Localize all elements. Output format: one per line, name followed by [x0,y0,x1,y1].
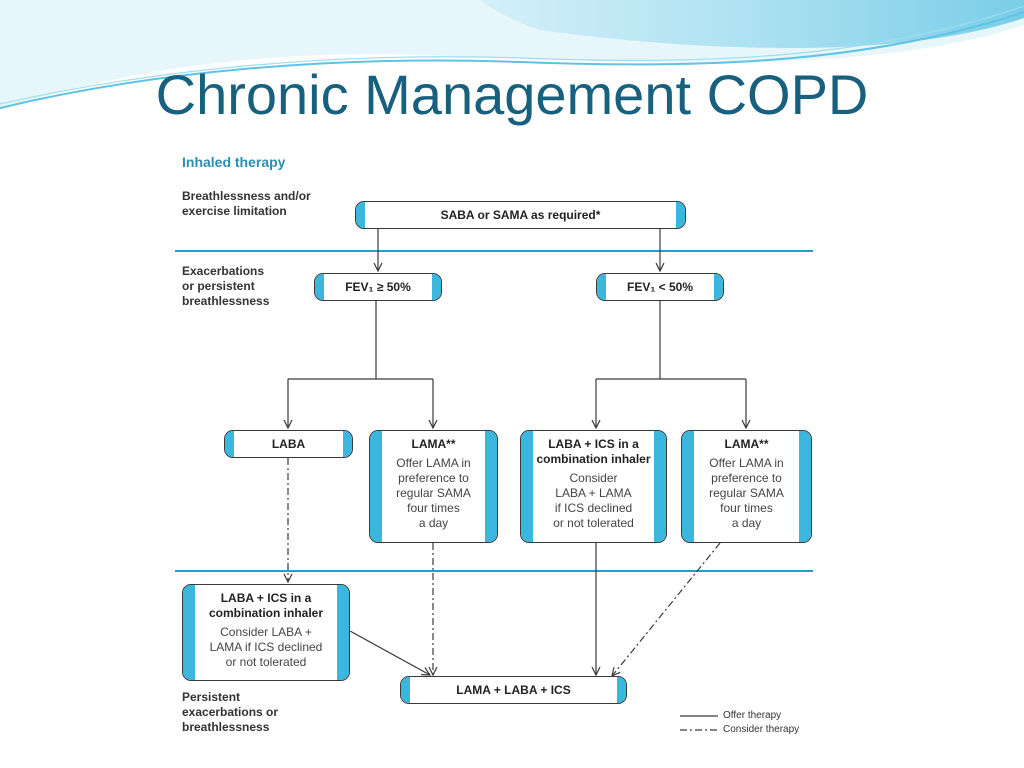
node-lama-right: LAMA** Offer LAMA in preference to regul… [681,430,812,543]
row-label-line: exercise limitation [182,204,287,218]
node-triple-therapy: LAMA + LABA + ICS [400,676,627,704]
node-fev-low: FEV₁ < 50% [596,273,724,301]
node-text-line: four times [720,501,773,515]
node-label: FEV₁ < 50% [627,280,693,294]
header-wave [0,0,1024,110]
node-label: SABA or SAMA as required* [440,208,601,222]
legend-consider-label: Consider therapy [723,724,800,735]
node-text-line: if ICS declined [554,501,633,515]
node-label: FEV₁ ≥ 50% [345,280,411,294]
node-text-line: Offer LAMA in [709,456,784,470]
row-label-line: or persistent [182,279,255,293]
row-label-line: breathlessness [182,294,270,308]
node-text-line: a day [731,516,762,530]
node-text-line: Consider [569,471,618,485]
slide-title: Chronic Management COPD [155,63,869,126]
node-label: LABA [271,437,306,451]
row-label-line: Breathlessness and/or [182,189,311,203]
node-heading: combination inhaler [536,452,651,466]
line-lama-right-to-triple [612,542,721,676]
node-laba-ics-low: LABA + ICS in a combination inhaler Cons… [182,584,350,681]
node-fev-high: FEV₁ ≥ 50% [314,273,442,301]
node-text-line: preference to [398,471,469,485]
node-laba: LABA [224,430,353,458]
row-label-line: exacerbations or [182,705,279,719]
row-label-persistent: Persistent exacerbations or breathlessne… [182,690,278,735]
row-label-line: Exacerbations [182,264,265,278]
node-text-line: Offer LAMA in [396,456,471,470]
legend-offer-label: Offer therapy [723,710,782,721]
diagram-heading: Inhaled therapy [182,154,286,170]
node-heading: LABA + ICS in a [220,591,312,605]
node-text-line: LAMA if ICS declined [209,640,323,654]
node-text-line: four times [407,501,460,515]
node-heading: combination inhaler [208,606,323,620]
node-text-line: LABA + LAMA [555,486,632,500]
row-label-line: breathlessness [182,720,270,734]
node-text-line: or not tolerated [225,655,307,669]
row-label-exacerbations: Exacerbations or persistent breathlessne… [182,264,269,309]
node-text-line: regular SAMA [709,486,784,500]
node-label: LAMA + LABA + ICS [456,683,571,697]
node-lama-left: LAMA** Offer LAMA in preference to regul… [369,430,498,543]
node-laba-ics-mid: LABA + ICS in a combination inhaler Cons… [520,430,667,543]
node-text-line: a day [418,516,449,530]
node-text-line: preference to [711,471,782,485]
node-heading: LABA + ICS in a [548,437,639,451]
node-text-line: regular SAMA [396,486,471,500]
row-label-breathlessness: Breathlessness and/or exercise limitatio… [182,189,311,219]
node-heading: LAMA** [724,437,769,451]
row-label-line: Persistent [182,690,241,704]
line-low-to-triple [349,630,430,675]
node-text-line: Consider LABA + [220,625,312,639]
node-saba-sama: SABA or SAMA as required* [355,201,686,229]
node-heading: LAMA** [411,437,456,451]
node-text-line: or not tolerated [553,516,634,530]
